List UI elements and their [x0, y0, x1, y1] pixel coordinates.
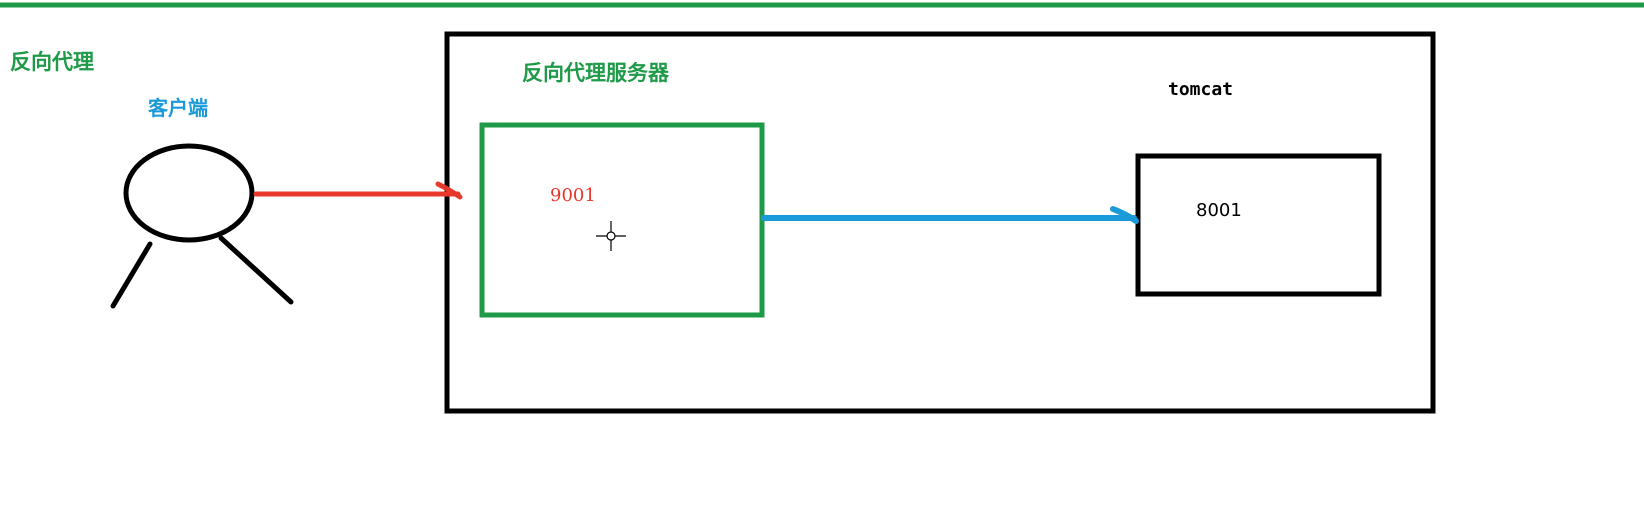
proxy-server-box	[479, 122, 765, 318]
tomcat-box	[1135, 153, 1382, 297]
tomcat-label: tomcat	[1168, 79, 1234, 100]
page-title: 反向代理	[10, 50, 94, 74]
crosshair-cursor-icon	[596, 221, 626, 251]
tomcat-port-label: 8001	[1196, 200, 1242, 221]
client-label: 客户端	[148, 96, 208, 120]
client-left-leg	[110, 241, 153, 309]
client-right-leg	[218, 235, 294, 305]
proxy-port-label: 9001	[550, 185, 596, 206]
proxy-server-label: 反向代理服务器	[522, 61, 669, 85]
stick-figure-icon	[110, 143, 294, 309]
proxy-to-tomcat-arrow	[761, 206, 1139, 224]
client-head	[123, 143, 255, 243]
server-container	[444, 31, 1436, 414]
client-to-proxy-arrow	[253, 181, 463, 200]
